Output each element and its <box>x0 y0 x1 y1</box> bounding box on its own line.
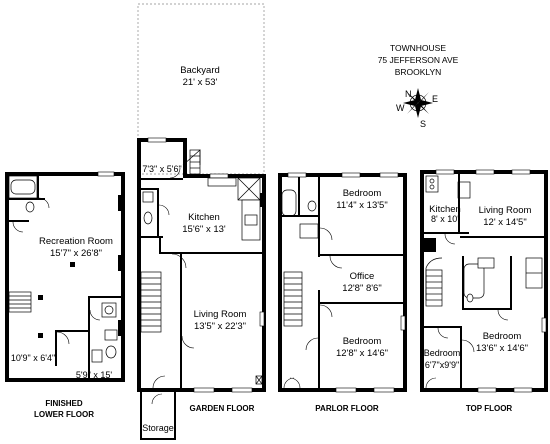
backyard-outline <box>137 3 265 175</box>
garden-stairs <box>140 271 162 333</box>
parlor-office-name: Office <box>350 271 375 282</box>
heading: TOWNHOUSE 75 JEFFERSON AVE BROOKLYN <box>378 43 459 77</box>
storage-name: Storage <box>142 423 174 433</box>
backyard-dims: 21' x 53' <box>183 77 218 88</box>
garden-kitchen-name: Kitchen <box>188 212 220 223</box>
top-floor-caption: TOP FLOOR <box>466 404 513 413</box>
top-stairs <box>425 257 443 307</box>
compass-w: W <box>396 103 405 113</box>
top-living-dims: 12' x 14'5" <box>483 217 526 228</box>
recreation-room-name: Recreation Room <box>39 236 113 247</box>
top-bedroom-name: Bedroom <box>483 331 522 342</box>
parlor-bedroom1-name: Bedroom <box>343 188 382 199</box>
top-kitchen-name: Kitchen <box>429 204 461 215</box>
garden-floor-caption: GARDEN FLOOR <box>190 404 255 413</box>
parlor-office-dims: 12'8" 8'6" <box>342 283 381 294</box>
top-kitchen-dims: 8' x 10' <box>431 214 459 224</box>
garden-kitchen-dims: 15'6" x 13' <box>182 224 226 235</box>
parlor-bedroom2-dims: 12'8" x 14'6" <box>336 348 388 359</box>
top-floor-plan: Kitchen 8' x 10' Living Room 12' x 14'5"… <box>420 169 548 393</box>
top-small-bedroom-name: Bedroom <box>424 348 461 358</box>
lower-floor-caption-line2: LOWER FLOOR <box>34 410 94 419</box>
backyard-name: Backyard <box>180 65 220 76</box>
lower-floor-plan: Recreation Room 15'7" x 26'8" 10'9" x 6'… <box>5 171 125 382</box>
compass-e: E <box>432 94 438 104</box>
vestibule-dims: 7'3" x 5'6" <box>142 164 181 174</box>
heading-line1: TOWNHOUSE <box>390 43 446 53</box>
parlor-floor-plan: Bedroom 11'4" x 13'5" Office 12'8" 8'6" … <box>278 172 407 393</box>
lower-small-room-b-dims: 5'9" x 15' <box>76 370 112 380</box>
garden-living-dims: 13'5" x 22'3" <box>194 321 246 332</box>
compass-rose-icon: N E S W <box>396 88 438 129</box>
lower-small-room-a-dims: 10'9" x 6'4" <box>11 353 55 363</box>
top-living-name: Living Room <box>479 205 532 216</box>
parlor-floor-caption: PARLOR FLOOR <box>315 404 379 413</box>
parlor-stairs <box>283 271 303 327</box>
recreation-room-dims: 15'7" x 26'8" <box>50 248 102 259</box>
compass-n: N <box>405 89 412 99</box>
garden-floor-plan: Backyard 21' x 53' 7'3" x 5'6" <box>137 3 266 440</box>
top-bedroom-dims: 13'6" x 14'6" <box>476 343 528 354</box>
compass-s: S <box>420 119 426 129</box>
lower-floor-caption-line1: FINISHED <box>45 399 83 408</box>
garden-living-name: Living Room <box>194 309 247 320</box>
heading-line3: BROOKLYN <box>395 67 442 77</box>
heading-line2: 75 JEFFERSON AVE <box>378 55 459 65</box>
lower-stairs <box>8 291 32 313</box>
top-small-bedroom-dims: 6'7"x9'9" <box>425 360 459 370</box>
parlor-bedroom2-name: Bedroom <box>343 336 382 347</box>
parlor-bedroom1-dims: 11'4" x 13'5" <box>336 200 387 211</box>
